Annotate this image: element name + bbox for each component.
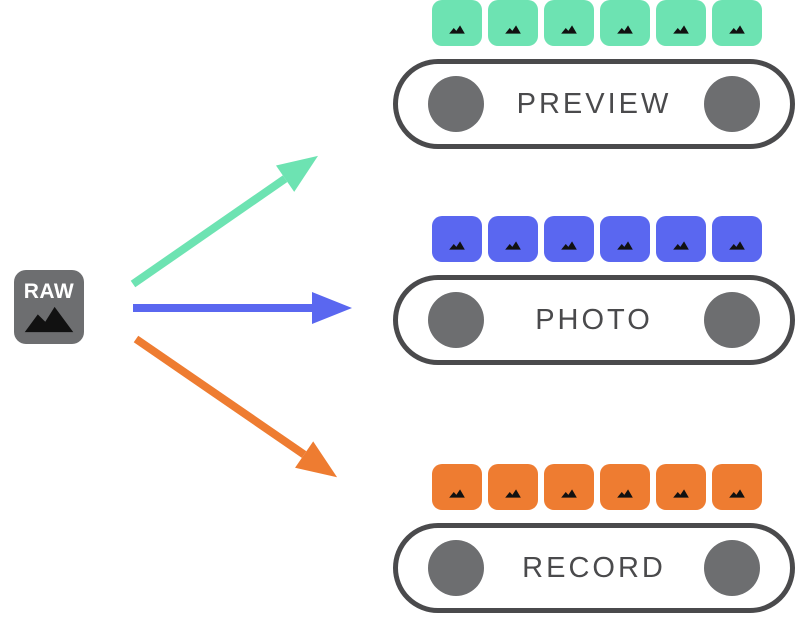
belt-roller-left xyxy=(428,540,484,596)
image-frame-icon xyxy=(544,0,594,46)
preview-belt: PREVIEW xyxy=(393,59,795,149)
mountains-icon xyxy=(729,241,745,250)
image-frame-icon xyxy=(656,0,706,46)
mountains-icon xyxy=(729,25,745,34)
image-frame-icon xyxy=(656,464,706,510)
mountains-icon xyxy=(24,306,74,333)
raw-label: RAW xyxy=(23,280,75,303)
mountains-icon xyxy=(673,25,689,34)
mountains-icon xyxy=(505,25,521,34)
photo-belt: PHOTO xyxy=(393,275,795,365)
stream-record: RECORD xyxy=(393,464,795,613)
mountains-icon xyxy=(673,489,689,498)
belt-roller-right xyxy=(704,292,760,348)
stream-photo: PHOTO xyxy=(393,216,795,365)
belt-roller-left xyxy=(428,76,484,132)
mountains-icon xyxy=(729,489,745,498)
frame-strip-photo xyxy=(432,216,795,262)
stream-label-photo: PHOTO xyxy=(535,303,653,336)
belt-roller-right xyxy=(704,540,760,596)
record-arrow-icon xyxy=(133,335,307,458)
image-frame-icon xyxy=(432,464,482,510)
belt-roller-left xyxy=(428,292,484,348)
mountains-icon xyxy=(617,489,633,498)
mountains-icon xyxy=(617,25,633,34)
image-frame-icon xyxy=(432,0,482,46)
mountains-icon xyxy=(561,489,577,498)
image-frame-icon xyxy=(600,0,650,46)
mountains-icon xyxy=(449,25,465,34)
mountains-icon xyxy=(617,241,633,250)
raw-source-icon: RAW xyxy=(14,270,84,344)
mountains-icon xyxy=(505,241,521,250)
image-frame-icon xyxy=(600,464,650,510)
image-frame-icon xyxy=(488,0,538,46)
stream-label-preview: PREVIEW xyxy=(516,87,672,120)
frame-strip-record xyxy=(432,464,795,510)
mountains-icon xyxy=(561,25,577,34)
stream-preview: PREVIEW xyxy=(393,0,795,149)
mountains-icon xyxy=(449,489,465,498)
image-frame-icon xyxy=(488,216,538,262)
mountains-icon xyxy=(505,489,521,498)
image-frame-icon xyxy=(712,464,762,510)
stream-label-record: RECORD xyxy=(522,551,666,584)
mountains-icon xyxy=(561,241,577,250)
photo-arrow-icon xyxy=(133,292,352,324)
preview-arrow-icon xyxy=(130,175,288,288)
image-frame-icon xyxy=(544,216,594,262)
image-frame-icon xyxy=(544,464,594,510)
frame-strip-preview xyxy=(432,0,795,46)
image-frame-icon xyxy=(600,216,650,262)
image-frame-icon xyxy=(712,216,762,262)
image-frame-icon xyxy=(488,464,538,510)
mountains-icon xyxy=(673,241,689,250)
image-frame-icon xyxy=(432,216,482,262)
image-frame-icon xyxy=(656,216,706,262)
mountains-icon xyxy=(449,241,465,250)
record-belt: RECORD xyxy=(393,523,795,613)
belt-roller-right xyxy=(704,76,760,132)
image-frame-icon xyxy=(712,0,762,46)
